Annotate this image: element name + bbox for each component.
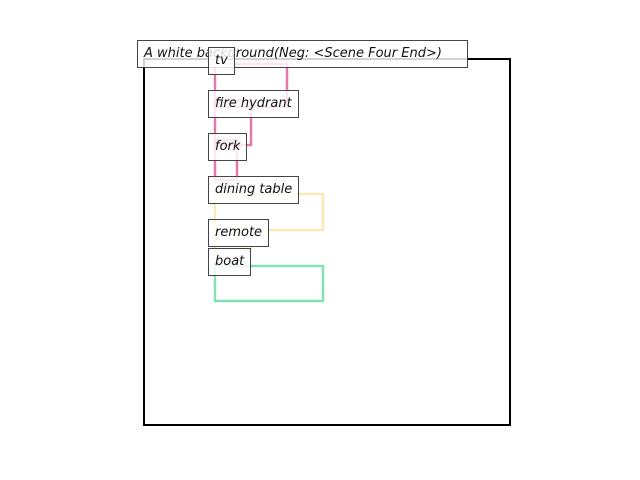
scene-caption-label: A white background(Neg: <Scene Four End>… — [137, 40, 468, 68]
object-label-remote: remote — [208, 219, 270, 247]
object-label-tv: tv — [208, 47, 235, 75]
scene-frame — [143, 58, 511, 426]
object-label-fire-hydrant: fire hydrant — [208, 90, 299, 118]
object-label-fork: fork — [208, 133, 248, 161]
bounding-box-boat — [213, 264, 325, 303]
object-label-boat: boat — [208, 248, 252, 276]
object-label-dining-table: dining table — [208, 176, 300, 204]
